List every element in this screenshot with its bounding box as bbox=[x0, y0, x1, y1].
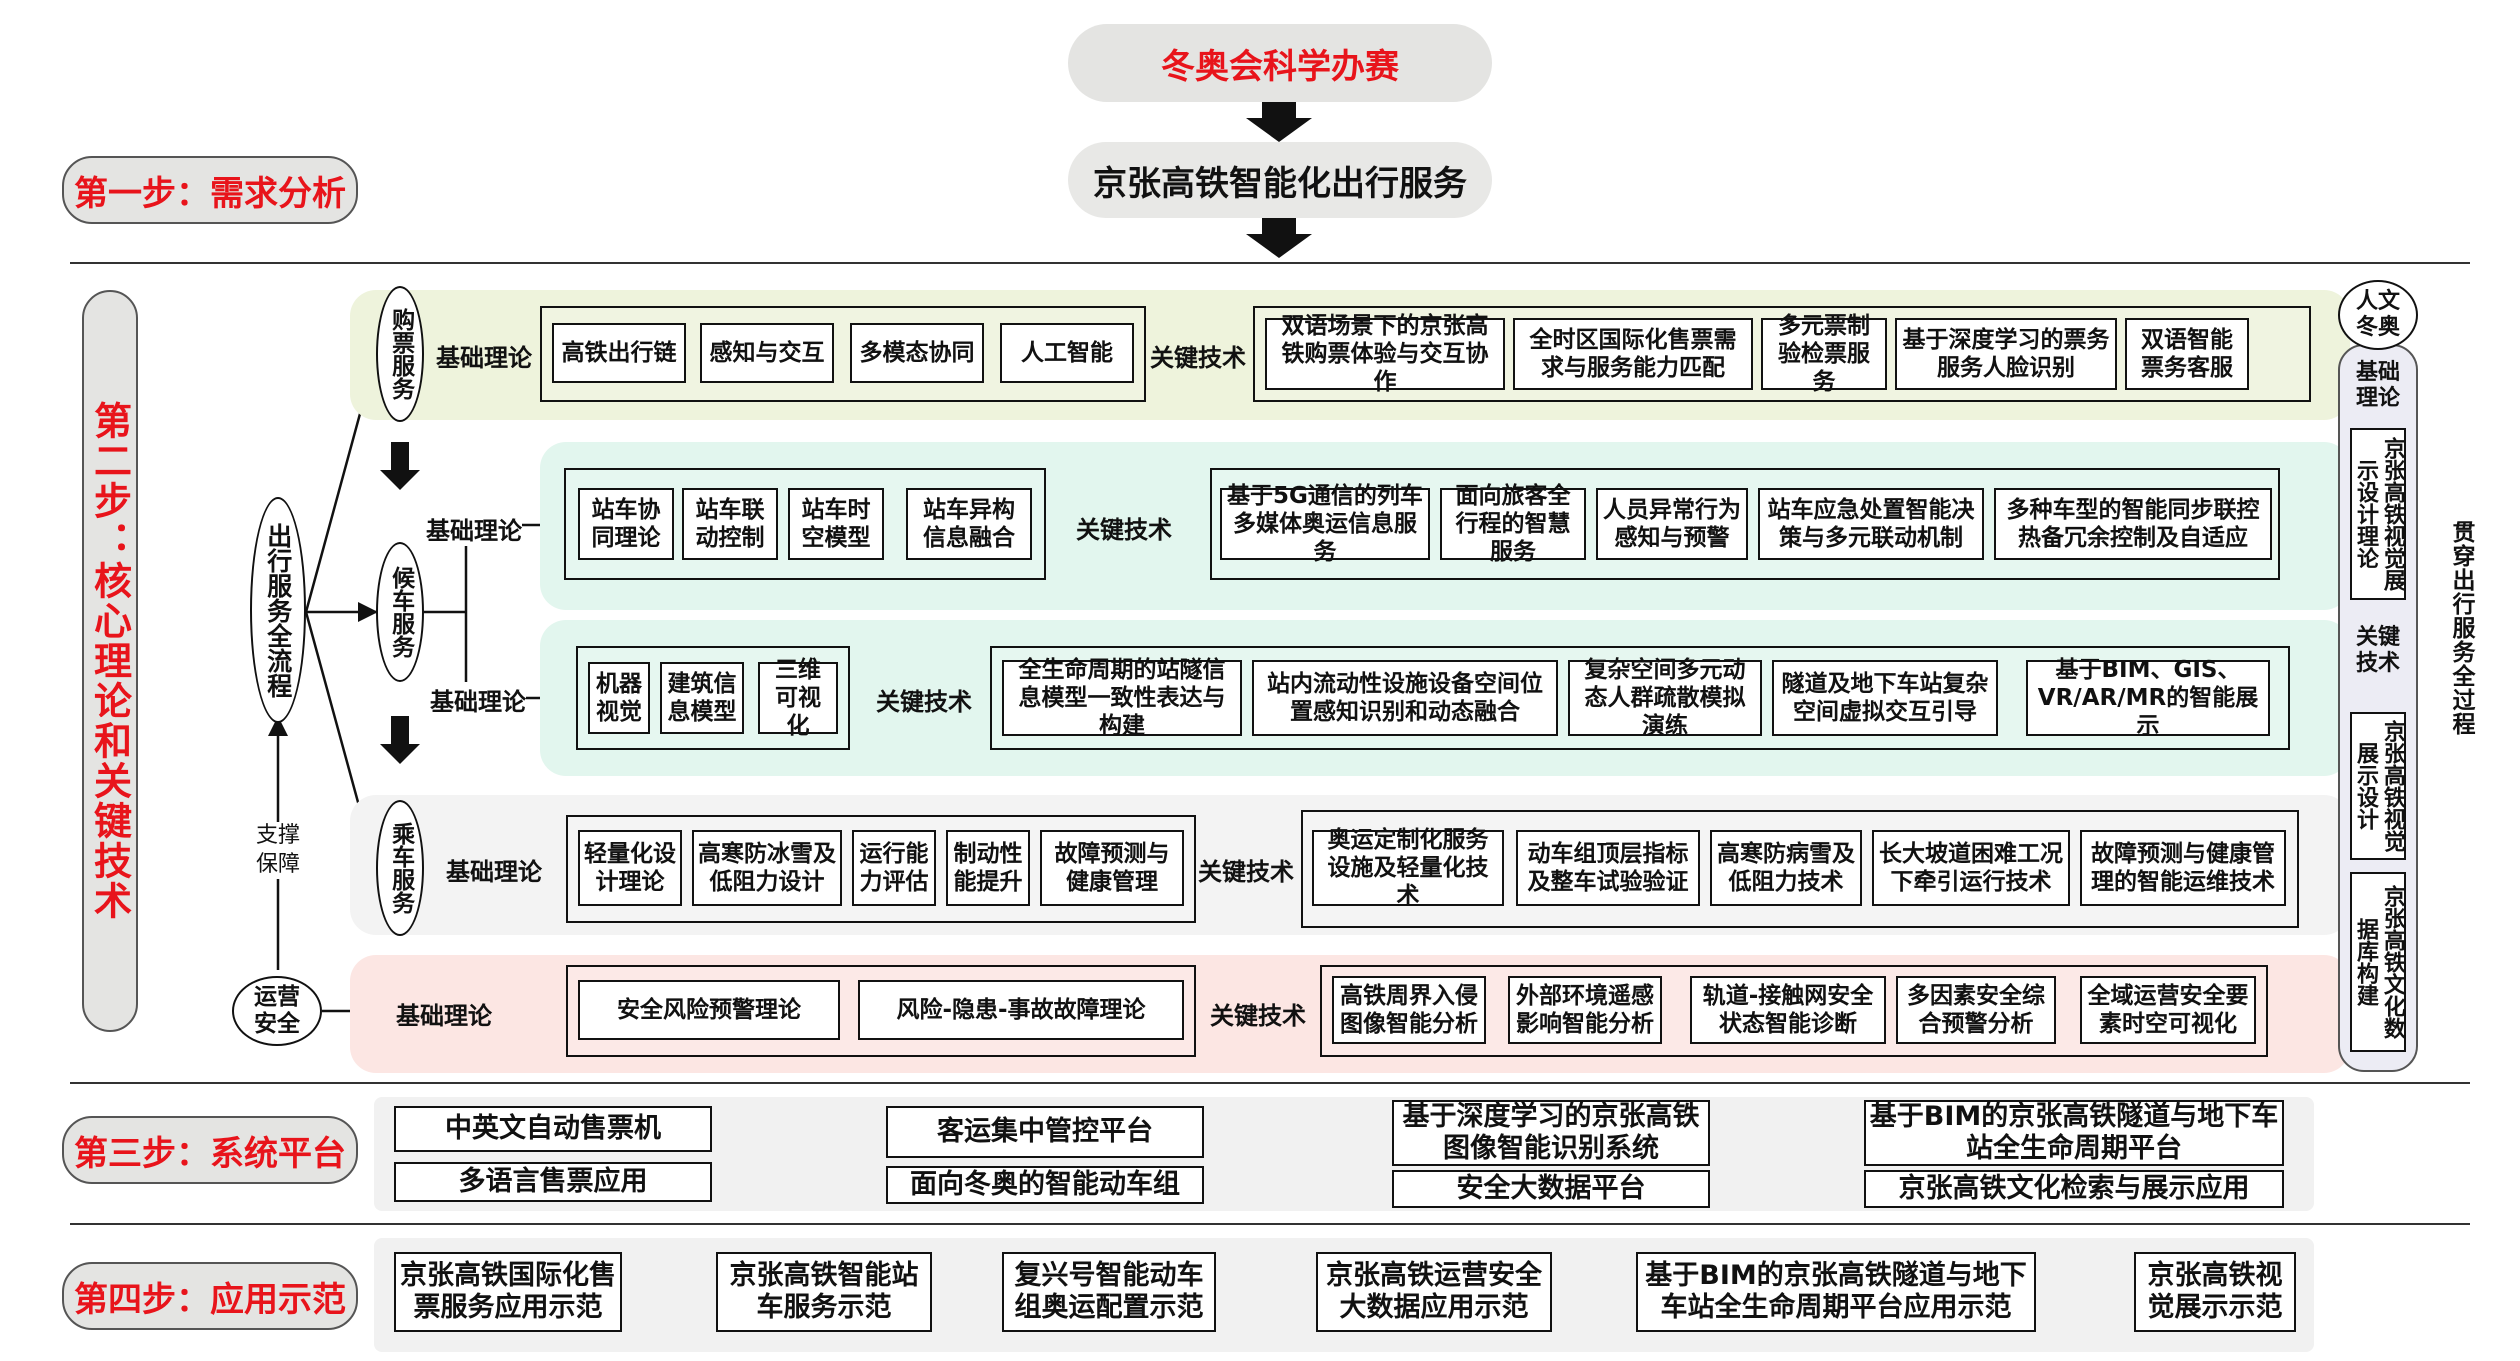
waiting-basic-box-1: 站车协同理论 bbox=[578, 488, 674, 560]
safety-basic-box: 安全风险预警理论 bbox=[578, 980, 840, 1040]
waiting-key-box-1: 站车应急处置智能决策与多元联动机制 bbox=[1758, 488, 1984, 560]
process-oval: 出行服务全流程 bbox=[250, 497, 306, 723]
top-title: 冬奥会科学办赛 bbox=[1068, 24, 1492, 102]
demo-box: 京张高铁智能站车服务示范 bbox=[716, 1252, 932, 1332]
waiting-basic-label-1: 基础理论 bbox=[426, 511, 522, 546]
riding-basic-box: 制动性能提升 bbox=[946, 830, 1030, 906]
step-1-label: 第一步：需求分析 bbox=[62, 156, 358, 224]
waiting-key-box-2: 隧道及地下车站复杂空间虚拟交互引导 bbox=[1772, 660, 1998, 736]
demo-box: 复兴号智能动车组奥运配置示范 bbox=[1002, 1252, 1216, 1332]
purchase-basic-box: 感知与交互 bbox=[700, 323, 834, 383]
riding-basic-box: 故障预测与健康管理 bbox=[1040, 830, 1184, 906]
safety-key-box: 全域运营安全要素时空可视化 bbox=[2080, 976, 2256, 1044]
riding-key-box: 高寒防病雪及低阻力技术 bbox=[1710, 830, 1862, 906]
waiting-key-box-1: 基于5G通信的列车多媒体奥运信息服务 bbox=[1220, 483, 1430, 565]
demo-box: 京张高铁视觉展示示范 bbox=[2134, 1252, 2296, 1332]
riding-basic-box: 轻量化设计理论 bbox=[578, 830, 682, 906]
riding-key-label: 关键技术 bbox=[1198, 852, 1294, 887]
purchase-basic-box: 多模态协同 bbox=[850, 323, 984, 383]
purchase-key-box: 基于深度学习的票务服务人脸识别 bbox=[1895, 318, 2117, 390]
platform-box: 安全大数据平台 bbox=[1392, 1170, 1710, 1208]
riding-key-box: 奥运定制化服务设施及轻量化技术 bbox=[1312, 827, 1504, 909]
right-side-label: 贯穿出行服务全过程 bbox=[2448, 520, 2474, 736]
step-2-label: 第二步：核心理论和关键技术 bbox=[82, 290, 138, 1032]
waiting-key-box-2: 全生命周期的站隧信息模型一致性表达与构建 bbox=[1002, 657, 1242, 739]
purchase-key-box: 多元票制验检票服务 bbox=[1761, 313, 1887, 395]
platform-box: 基于BIM的京张高铁隧道与地下车站全生命周期平台 bbox=[1864, 1100, 2284, 1166]
platform-box: 基于深度学习的京张高铁图像智能识别系统 bbox=[1392, 1100, 1710, 1166]
waiting-basic-box-2: 三维可视化 bbox=[758, 657, 838, 739]
riding-key-box: 长大坡道困难工况下牵引运行技术 bbox=[1872, 830, 2070, 906]
purchase-key-box: 全时区国际化售票需求与服务能力匹配 bbox=[1513, 318, 1753, 390]
waiting-key-box-2: 基于BIM、GIS、VR/AR/MR的智能展示 bbox=[2026, 657, 2270, 739]
purchase-key-box: 双语智能票务客服 bbox=[2125, 318, 2249, 390]
safety-key-label: 关键技术 bbox=[1210, 996, 1306, 1031]
service-title: 京张高铁智能化出行服务 bbox=[1068, 142, 1492, 218]
platform-box: 多语言售票应用 bbox=[394, 1162, 712, 1202]
waiting-basic-box-1: 站车时空模型 bbox=[788, 488, 884, 560]
safety-key-box: 高铁周界入侵图像智能分析 bbox=[1332, 976, 1486, 1044]
waiting-key-label-2: 关键技术 bbox=[876, 682, 972, 717]
waiting-basic-label-2: 基础理论 bbox=[430, 682, 526, 717]
waiting-basic-box-1: 站车异构信息融合 bbox=[906, 488, 1032, 560]
step-3-label: 第三步：系统平台 bbox=[62, 1116, 358, 1184]
purchase-service-oval: 购票服务 bbox=[376, 286, 424, 422]
riding-service-oval: 乘车服务 bbox=[376, 800, 424, 936]
platform-box: 中英文自动售票机 bbox=[394, 1106, 712, 1152]
waiting-basic-box-1: 站车联动控制 bbox=[682, 488, 778, 560]
waiting-key-box-2: 复杂空间多元动态人群疏散模拟演练 bbox=[1568, 657, 1762, 739]
riding-basic-label: 基础理论 bbox=[446, 852, 542, 887]
purchase-basic-box: 人工智能 bbox=[1000, 323, 1134, 383]
ops-safety-oval: 运营安全 bbox=[232, 976, 322, 1046]
step-4-label: 第四步：应用示范 bbox=[62, 1262, 358, 1330]
waiting-key-box-1: 多种车型的智能同步联控热备冗余控制及自适应 bbox=[1994, 488, 2272, 560]
support-label: 支撑保障 bbox=[252, 822, 304, 880]
right-box-3: 京张高铁文化数据库构建 bbox=[2350, 872, 2406, 1052]
riding-key-box: 动车组顶层指标及整车试验验证 bbox=[1516, 830, 1700, 906]
purchase-basic-label: 基础理论 bbox=[436, 338, 532, 373]
platform-box: 客运集中管控平台 bbox=[886, 1106, 1204, 1158]
safety-key-box: 外部环境遥感影响智能分析 bbox=[1508, 976, 1662, 1044]
purchase-basic-box: 高铁出行链 bbox=[552, 323, 686, 383]
purchase-key-label: 关键技术 bbox=[1150, 338, 1246, 373]
platform-box: 京张高铁文化检索与展示应用 bbox=[1864, 1170, 2284, 1208]
waiting-key-box-1: 面向旅客全行程的智慧服务 bbox=[1440, 483, 1586, 565]
platform-box: 面向冬奥的智能动车组 bbox=[886, 1166, 1204, 1204]
waiting-key-box-1: 人员异常行为感知与预警 bbox=[1596, 488, 1748, 560]
waiting-key-box-2: 站内流动性设施设备空间位置感知识别和动态融合 bbox=[1252, 660, 1558, 736]
safety-basic-box: 风险-隐患-事故故障理论 bbox=[858, 980, 1184, 1040]
waiting-service-oval: 候车服务 bbox=[376, 542, 424, 682]
waiting-basic-box-2: 建筑信息模型 bbox=[660, 662, 744, 734]
right-key-label: 关键技术 bbox=[2355, 625, 2400, 677]
safety-basic-label: 基础理论 bbox=[396, 996, 492, 1031]
right-box-1: 京张高铁视觉展示设计理论 bbox=[2350, 428, 2406, 600]
purchase-key-box: 双语场景下的京张高铁购票体验与交互协作 bbox=[1265, 313, 1505, 395]
waiting-basic-box-2: 机器视觉 bbox=[588, 662, 650, 734]
waiting-key-label-1: 关键技术 bbox=[1076, 510, 1172, 545]
demo-box: 基于BIM的京张高铁隧道与地下车站全生命周期平台应用示范 bbox=[1636, 1252, 2036, 1332]
right-basic-label: 基础理论 bbox=[2355, 360, 2400, 412]
right-box-2: 京张高铁视觉展示设计 bbox=[2350, 712, 2406, 860]
demo-box: 京张高铁国际化售票服务应用示范 bbox=[394, 1252, 622, 1332]
riding-basic-box: 运行能力评估 bbox=[852, 830, 936, 906]
riding-key-box: 故障预测与健康管理的智能运维技术 bbox=[2080, 830, 2286, 906]
safety-key-box: 轨道-接触网安全状态智能诊断 bbox=[1690, 976, 1886, 1044]
demo-box: 京张高铁运营安全大数据应用示范 bbox=[1316, 1252, 1552, 1332]
safety-key-box: 多因素安全综合预警分析 bbox=[1896, 976, 2056, 1044]
humanistic-olympics-oval: 人文冬奥 bbox=[2338, 280, 2418, 350]
riding-basic-box: 高寒防冰雪及低阻力设计 bbox=[692, 830, 842, 906]
